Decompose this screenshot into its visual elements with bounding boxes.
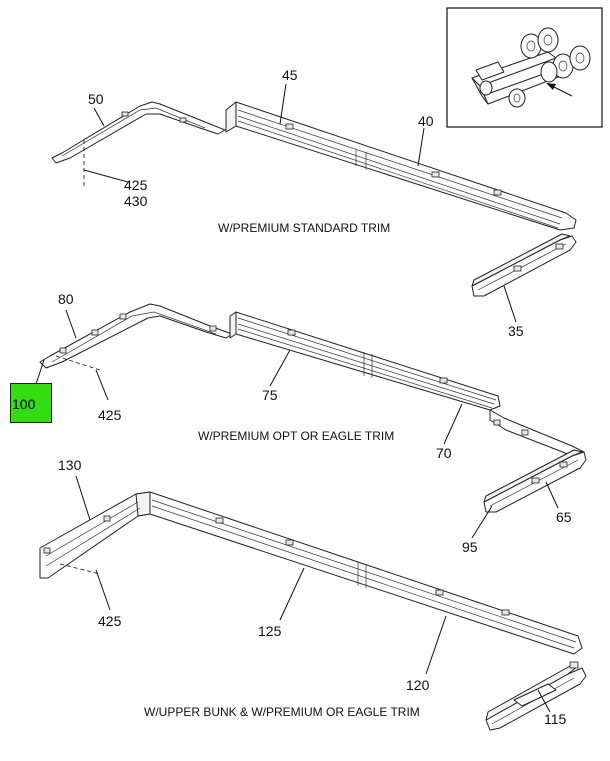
callout-65: 65 (556, 509, 572, 525)
caption-opt-eagle-trim: W/PREMIUM OPT OR EAGLE TRIM (198, 429, 394, 443)
callout-100: 100 (12, 396, 36, 412)
callout-70: 70 (436, 445, 452, 461)
callout-75: 75 (262, 387, 278, 403)
part-50-bracket[interactable] (51, 101, 226, 164)
caption-upper-bunk-trim: W/UPPER BUNK & W/PREMIUM OR EAGLE TRIM (144, 705, 420, 719)
part-80-bracket[interactable] (39, 303, 233, 369)
section-standard-trim (51, 101, 577, 297)
callout-45: 45 (282, 67, 298, 83)
callout-50: 50 (88, 91, 104, 107)
callout-115: 115 (544, 711, 567, 727)
section3-leaders (59, 475, 551, 713)
callout-130: 130 (58, 457, 82, 473)
callout-35: 35 (508, 323, 524, 339)
callout-125: 125 (258, 623, 282, 639)
highlighted-part-100[interactable] (10, 383, 52, 423)
caption-standard-trim: W/PREMIUM STANDARD TRIM (218, 221, 390, 235)
section-opt-eagle-trim (39, 303, 587, 513)
callout-95: 95 (462, 539, 478, 555)
part-130-trim[interactable] (39, 491, 583, 655)
callout-425-c: 425 (98, 613, 122, 629)
locator-inset (446, 7, 603, 128)
callout-80: 80 (58, 291, 74, 307)
callout-40: 40 (418, 113, 434, 129)
section1-leaders (83, 83, 517, 323)
callout-430: 430 (124, 193, 148, 209)
callout-425-a: 425 (124, 177, 148, 193)
section-upper-bunk-trim (39, 491, 587, 731)
section2-leaders (35, 309, 559, 539)
callout-120: 120 (406, 677, 430, 693)
callout-425-b: 425 (98, 407, 122, 423)
